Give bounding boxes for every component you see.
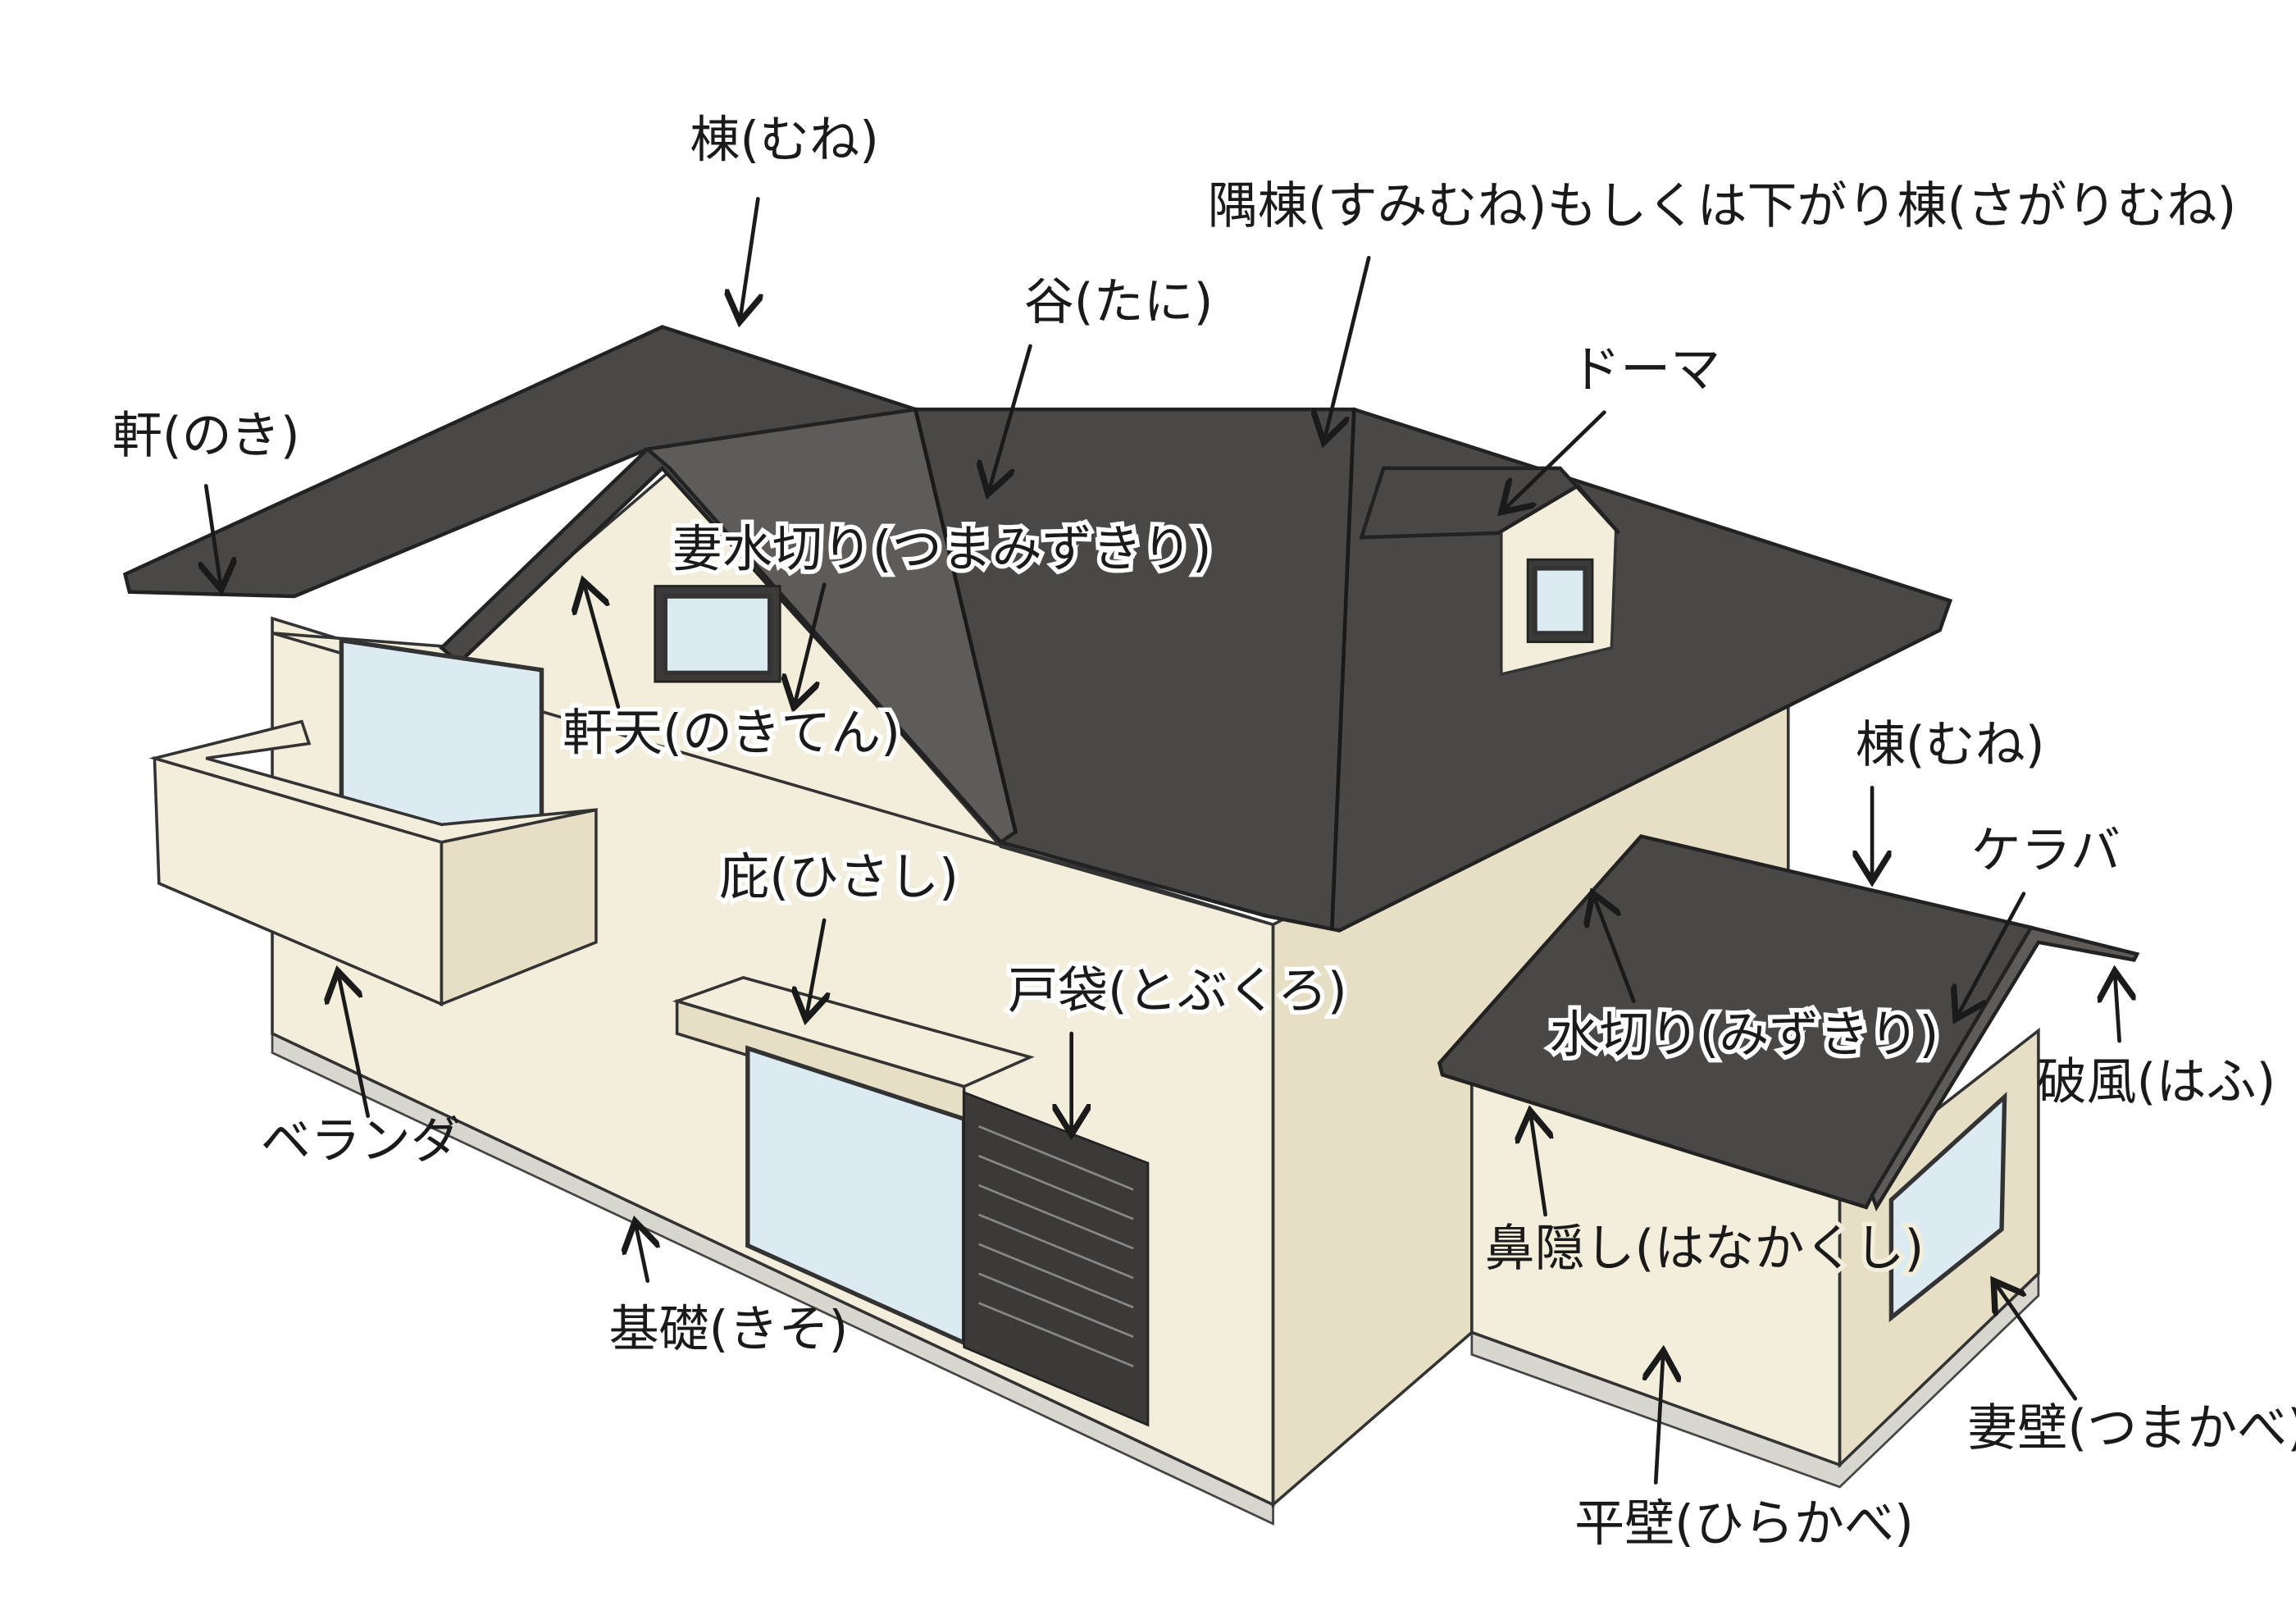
veranda-top: [148, 719, 597, 844]
arrow-icon: [339, 974, 371, 1118]
label-text: 棟(むね): [690, 111, 879, 169]
label-text: 鼻隠し(はなかくし): [1485, 1219, 1925, 1277]
gable-wall: [271, 468, 1274, 927]
label-text: 基礎(きそ): [609, 1300, 849, 1358]
arrow-icon: [1504, 410, 1606, 509]
label-text: ケラバ: [1971, 822, 2121, 880]
label-tobukuro: 戸袋(とぶくろ): [1004, 957, 1351, 1130]
gable-roof-face: [643, 407, 1018, 845]
arrow-icon: [2115, 974, 2119, 1043]
label-mune-top: 棟(むね): [690, 111, 879, 318]
label-veranda: ベランダ: [261, 974, 461, 1170]
label-text: ドーマ: [1570, 340, 1720, 399]
label-hirakabe: 平壁(ひらかべ): [1574, 1354, 1914, 1553]
label-text: ベランダ: [261, 1111, 461, 1170]
dormer-roof: [1359, 466, 1621, 540]
arrow-icon: [1531, 1115, 1546, 1217]
arrow-icon: [1957, 892, 2026, 1016]
label-text: 軒(のき): [112, 407, 300, 465]
label-text: 水切り(みずきり): [1550, 1006, 1939, 1064]
label-text: 庇(ひさし): [719, 848, 959, 906]
label-hafu: 破風(はふ): [2037, 974, 2276, 1111]
label-noki: 軒(のき): [112, 407, 300, 586]
valley-line: [913, 407, 1018, 834]
arrow-icon: [807, 918, 825, 1016]
label-text: 谷(たに): [1024, 272, 1214, 331]
arrow-icon: [1656, 1354, 1663, 1485]
label-keraba: ケラバ: [1957, 822, 2121, 1016]
label-text: 隅棟(すみむね)もしくは下がり棟(さがりむね): [1208, 177, 2237, 235]
arrow-icon: [1996, 1284, 2078, 1401]
arrow-icon: [206, 484, 221, 586]
shutter-slats: [978, 1124, 1134, 1368]
label-text: 軒天(のきてん): [563, 704, 900, 762]
label-mune-right: 棟(むね): [1856, 716, 2045, 878]
label-text: 妻壁(つまかべ): [1967, 1398, 2296, 1457]
hip-line: [1330, 407, 1356, 930]
arrow-icon: [795, 582, 827, 704]
label-nokiten: 軒天(のきてん): [558, 585, 904, 767]
label-text: 破風(はふ): [2037, 1053, 2276, 1111]
label-text: 棟(むね): [1856, 716, 2045, 774]
annex-gable-verge: [1870, 925, 2140, 1212]
arrow-icon: [989, 344, 1032, 490]
annex-window: [1888, 1092, 2007, 1323]
label-tani: 谷(たに): [989, 272, 1213, 490]
label-text: 妻水切り(つまみずきり): [672, 520, 1212, 578]
label-tsumakabe: 妻壁(つまかべ): [1967, 1284, 2296, 1457]
label-hanakakushi: 鼻隠し(はなかくし): [1480, 1115, 1929, 1282]
arrow-icon: [1594, 896, 1636, 1003]
dormer-glass: [1533, 566, 1588, 636]
label-text: 平壁(ひらかべ): [1574, 1494, 1914, 1553]
label-text: 戸袋(とぶくろ): [1008, 961, 1347, 1020]
arrow-icon: [1324, 255, 1371, 439]
label-tsuma-mizukiri: 妻水切り(つまみずきり): [667, 515, 1216, 704]
label-mizukiri: 水切り(みずきり): [1545, 896, 1943, 1069]
label-dormer: ドーマ: [1504, 340, 1720, 509]
gable-glass: [663, 594, 772, 676]
arrow-icon: [636, 1225, 647, 1283]
label-kiso: 基礎(きそ): [609, 1225, 849, 1358]
label-sumimune: 隅棟(すみむね)もしくは下がり棟(さがりむね): [1208, 177, 2237, 439]
label-hisashi: 庇(ひさし): [715, 844, 963, 1016]
arrow-icon: [740, 197, 758, 317]
arrow-icon: [585, 585, 621, 709]
